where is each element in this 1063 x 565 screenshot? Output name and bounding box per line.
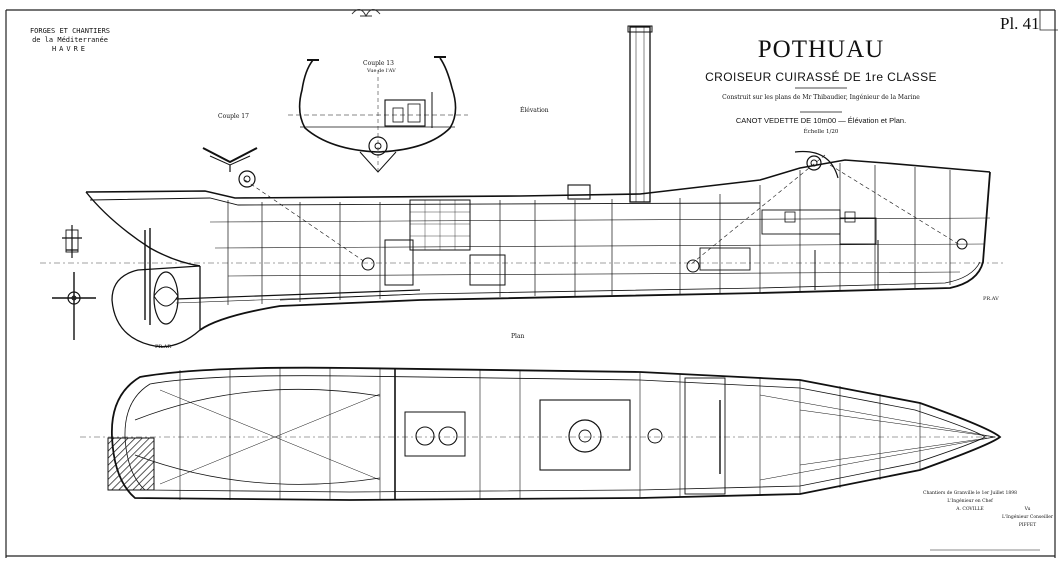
maker-line-2: de la Méditerranée (32, 36, 108, 44)
label-plan: Plan (511, 333, 525, 340)
design-credit: Construit sur les plans de Mr Thibaudier… (722, 94, 920, 101)
maker-line-3: HAVRE (51, 45, 89, 53)
approval-line-2: L'Ingénieur Conseiller (1001, 515, 1054, 520)
signature-line-3: A. COVILLE (956, 507, 984, 512)
scale-note: Échelle 1/20 (803, 129, 839, 135)
plate-number: Pl. 41 (1000, 14, 1040, 33)
ship-name: POTHUAU (757, 36, 885, 63)
label-couple-13: Couple 13 (363, 60, 394, 67)
approval-line-1: Vu (1024, 507, 1031, 512)
detail-fittings (52, 225, 96, 340)
signature-line-2: L'Ingénieur en Chef (947, 499, 993, 504)
waterlines (40, 262, 1005, 438)
label-pr-ar: PR.AR (155, 344, 172, 350)
label-pr-av: PR.AV (983, 296, 999, 302)
approval-block: Vu L'Ingénieur Conseiller PIFFET (1000, 506, 1055, 530)
maker-line-1: FORGES ET CHANTIERS (29, 27, 111, 35)
ship-class: CROISEUR CUIRASSÉ DE 1re CLASSE (705, 70, 937, 84)
maker-block: FORGES ET CHANTIERS de la Méditerranée H… (20, 27, 120, 54)
boat-title: CANOT VEDETTE DE 10m00 — Élévation et Pl… (735, 116, 907, 125)
label-elevation: Élévation (520, 107, 549, 114)
signature-block: Chantiers de Granville le 1er Juillet 18… (905, 490, 1035, 514)
ornament-mark (351, 9, 381, 18)
label-couple-17: Couple 17 (218, 113, 249, 120)
title-rules (795, 87, 1040, 551)
section-couple-17 (202, 147, 258, 172)
approval-line-3: PIFFET (1018, 523, 1037, 528)
sheet-border (5, 9, 1058, 558)
elevation-view (85, 25, 991, 348)
signature-line-1: Chantiers de Granville le 1er Juillet 18… (923, 491, 1017, 496)
section-couple-13 (288, 56, 468, 175)
plan-view (107, 366, 1002, 501)
label-couple-13-sub: Vue de l'AV (367, 68, 396, 74)
